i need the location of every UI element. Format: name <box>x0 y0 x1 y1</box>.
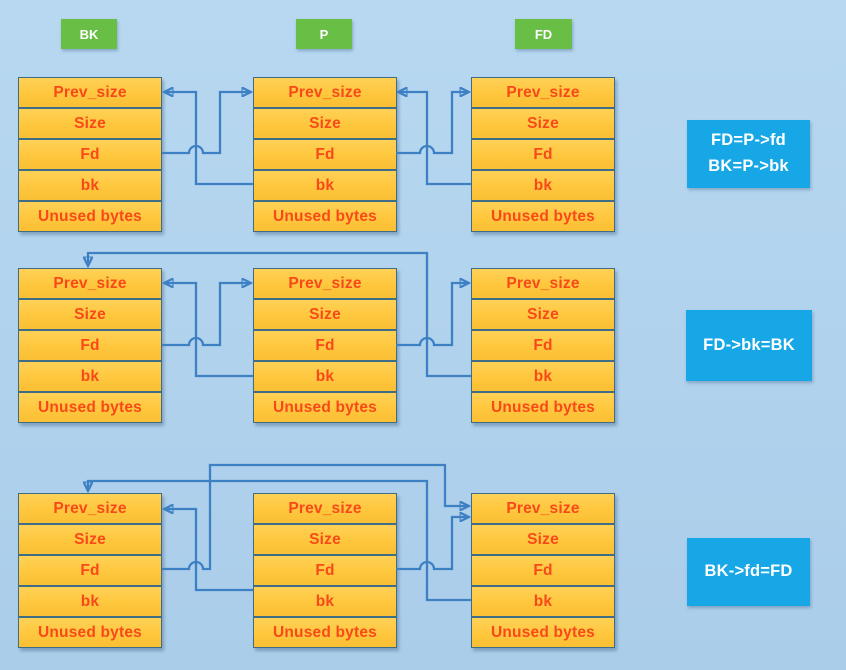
field-size: Size <box>18 299 162 330</box>
field-size: Size <box>471 108 615 139</box>
chunk-step2-fd: Prev_size Size Fd bk Unused bytes <box>471 268 615 423</box>
field-fd: Fd <box>471 330 615 361</box>
field-fd: Fd <box>253 555 397 586</box>
field-prev-size: Prev_size <box>18 268 162 299</box>
arrow-step3-p-bk-to-bk <box>164 509 253 592</box>
field-prev-size: Prev_size <box>253 77 397 108</box>
field-prev-size: Prev_size <box>471 493 615 524</box>
field-size: Size <box>18 524 162 555</box>
chunk-step1-bk: Prev_size Size Fd bk Unused bytes <box>18 77 162 232</box>
field-size: Size <box>253 108 397 139</box>
field-unused-bytes: Unused bytes <box>18 392 162 423</box>
field-unused-bytes: Unused bytes <box>471 201 615 232</box>
field-prev-size: Prev_size <box>471 77 615 108</box>
field-prev-size: Prev_size <box>253 268 397 299</box>
field-bk: bk <box>471 170 615 201</box>
field-unused-bytes: Unused bytes <box>253 392 397 423</box>
field-size: Size <box>253 299 397 330</box>
chunk-step3-fd: Prev_size Size Fd bk Unused bytes <box>471 493 615 648</box>
arrow-step3-p-fd-to-fd <box>396 517 469 571</box>
field-size: Size <box>471 524 615 555</box>
field-fd: Fd <box>471 139 615 170</box>
field-fd: Fd <box>18 330 162 361</box>
field-fd: Fd <box>471 555 615 586</box>
field-bk: bk <box>18 361 162 392</box>
chunk-step1-p: Prev_size Size Fd bk Unused bytes <box>253 77 397 232</box>
field-unused-bytes: Unused bytes <box>471 617 615 648</box>
field-bk: bk <box>18 586 162 617</box>
field-fd: Fd <box>253 330 397 361</box>
legend-label-bk: BK <box>61 19 117 49</box>
legend-label-p: P <box>296 19 352 49</box>
field-bk: bk <box>471 361 615 392</box>
field-prev-size: Prev_size <box>18 493 162 524</box>
field-bk: bk <box>253 586 397 617</box>
arrow-step1-bk-fd-to-p <box>162 92 251 155</box>
step2-label-line1: FD->bk=BK <box>703 335 795 354</box>
step1-label-line1: FD=P->fd <box>711 131 786 150</box>
field-unused-bytes: Unused bytes <box>18 617 162 648</box>
field-unused-bytes: Unused bytes <box>253 617 397 648</box>
field-prev-size: Prev_size <box>253 493 397 524</box>
field-size: Size <box>18 108 162 139</box>
arrow-step1-p-fd-to-fd <box>396 92 469 155</box>
field-size: Size <box>471 299 615 330</box>
step1-label-line2: BK=P->bk <box>708 157 789 175</box>
field-size: Size <box>253 524 397 555</box>
arrow-step2-p-fd-to-fd <box>396 283 469 347</box>
chunk-step3-p: Prev_size Size Fd bk Unused bytes <box>253 493 397 648</box>
legend-label-fd: FD <box>515 19 572 49</box>
arrow-step1-fd-bk-to-p <box>398 92 471 186</box>
field-unused-bytes: Unused bytes <box>471 392 615 423</box>
chunk-step2-p: Prev_size Size Fd bk Unused bytes <box>253 268 397 423</box>
chunk-step2-bk: Prev_size Size Fd bk Unused bytes <box>18 268 162 423</box>
field-fd: Fd <box>18 555 162 586</box>
field-prev-size: Prev_size <box>471 268 615 299</box>
arrow-step2-bk-fd-to-p <box>162 283 251 347</box>
arrow-step2-p-bk-to-bk <box>164 283 253 378</box>
field-bk: bk <box>18 170 162 201</box>
field-bk: bk <box>253 361 397 392</box>
step3-label: BK->fd=FD <box>687 538 810 606</box>
field-unused-bytes: Unused bytes <box>253 201 397 232</box>
step1-label: FD=P->fd BK=P->bk <box>687 120 810 188</box>
field-prev-size: Prev_size <box>18 77 162 108</box>
step3-label-line1: BK->fd=FD <box>704 562 793 581</box>
arrow-step1-p-bk-to-bk <box>164 92 253 186</box>
field-unused-bytes: Unused bytes <box>18 201 162 232</box>
step2-label: FD->bk=BK <box>686 310 812 381</box>
field-bk: bk <box>471 586 615 617</box>
field-fd: Fd <box>253 139 397 170</box>
field-bk: bk <box>253 170 397 201</box>
field-fd: Fd <box>18 139 162 170</box>
chunk-step3-bk: Prev_size Size Fd bk Unused bytes <box>18 493 162 648</box>
chunk-step1-fd: Prev_size Size Fd bk Unused bytes <box>471 77 615 232</box>
